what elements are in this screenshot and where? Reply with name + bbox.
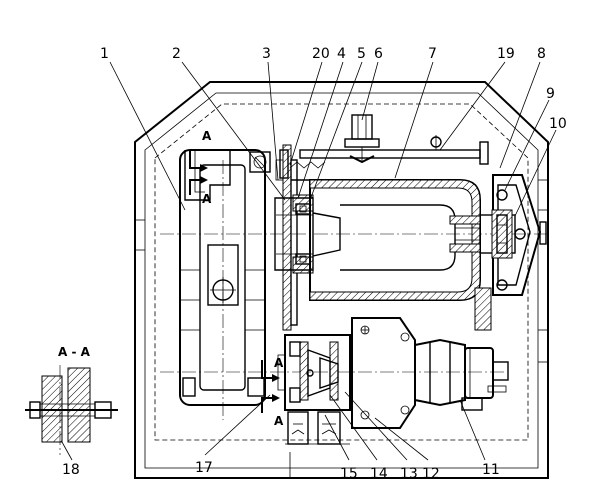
callout-20: 20 bbox=[312, 46, 330, 62]
callout-13: 13 bbox=[400, 466, 418, 482]
callout-6: 6 bbox=[374, 46, 383, 62]
section-mark-a-top2: A bbox=[202, 192, 212, 206]
top-rod bbox=[299, 114, 489, 165]
right-bracket bbox=[491, 174, 547, 296]
motor bbox=[351, 317, 509, 429]
callout-5: 5 bbox=[357, 46, 366, 62]
carrier-plate bbox=[275, 144, 310, 331]
callout-17: 17 bbox=[195, 460, 213, 476]
drum bbox=[309, 179, 516, 331]
section-marks: A A A A bbox=[189, 129, 284, 428]
callout-9: 9 bbox=[546, 86, 555, 102]
callout-8: 8 bbox=[537, 46, 546, 62]
section-mark-a-top: A bbox=[202, 129, 212, 143]
section-mark-a-bottom: A bbox=[274, 356, 284, 370]
callout-19: 19 bbox=[497, 46, 515, 62]
section-title: A - A bbox=[58, 345, 91, 359]
callout-4: 4 bbox=[337, 46, 346, 62]
callout-18: 18 bbox=[62, 462, 80, 478]
callout-7: 7 bbox=[428, 46, 437, 62]
callout-12: 12 bbox=[422, 466, 440, 482]
bearing-hub bbox=[274, 149, 341, 274]
callouts: 1 2 3 20 4 5 6 7 19 8 9 10 11 12 13 14 1… bbox=[62, 46, 567, 482]
callout-10: 10 bbox=[549, 116, 567, 132]
lower-gear-unit bbox=[277, 334, 351, 445]
callout-15: 15 bbox=[340, 466, 358, 482]
section-aa-view: A - A bbox=[25, 345, 118, 455]
callout-2: 2 bbox=[172, 46, 181, 62]
callout-14: 14 bbox=[370, 466, 388, 482]
callout-1: 1 bbox=[100, 46, 109, 62]
housing bbox=[134, 81, 549, 479]
lever-frame bbox=[179, 149, 271, 406]
callout-11: 11 bbox=[482, 462, 500, 478]
section-mark-a-bottom2: A bbox=[274, 414, 284, 428]
callout-3: 3 bbox=[262, 46, 271, 62]
leader-lines bbox=[61, 61, 557, 479]
